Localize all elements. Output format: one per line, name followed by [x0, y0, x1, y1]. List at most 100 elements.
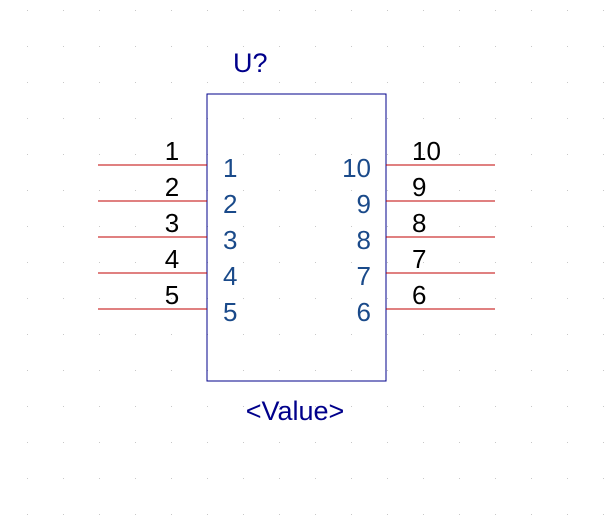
grid-dot — [387, 334, 388, 335]
grid-dot — [135, 10, 136, 11]
grid-dot — [27, 82, 28, 83]
grid-dot — [351, 10, 352, 11]
grid-dot — [459, 82, 460, 83]
grid-dot — [63, 46, 64, 47]
grid-dot — [63, 154, 64, 155]
grid-dot — [387, 118, 388, 119]
grid-dot — [567, 334, 568, 335]
grid-dot — [603, 298, 604, 299]
grid-dot — [603, 478, 604, 479]
grid-dot — [279, 442, 280, 443]
grid-dot — [135, 406, 136, 407]
grid-dot — [567, 10, 568, 11]
grid-dot — [279, 298, 280, 299]
pin-5[interactable]: 55 — [98, 280, 237, 327]
grid-dot — [315, 82, 316, 83]
grid-dot — [351, 514, 352, 515]
grid-dot — [315, 46, 316, 47]
pin-2[interactable]: 22 — [98, 172, 237, 219]
pin-4[interactable]: 44 — [98, 244, 237, 291]
pin-number: 4 — [165, 244, 179, 274]
grid-dot — [387, 262, 388, 263]
grid-dot — [171, 334, 172, 335]
grid-dot — [387, 514, 388, 515]
pin-6[interactable]: 66 — [357, 280, 495, 327]
grid-dot — [351, 190, 352, 191]
grid-dot — [63, 406, 64, 407]
grid-dot — [495, 154, 496, 155]
grid-dot — [531, 370, 532, 371]
grid-dot — [351, 46, 352, 47]
grid-dot — [603, 334, 604, 335]
grid-dot — [495, 118, 496, 119]
grid-dot — [423, 262, 424, 263]
grid-dot — [207, 478, 208, 479]
grid-dot — [567, 370, 568, 371]
grid-dot — [423, 442, 424, 443]
grid-dot — [531, 10, 532, 11]
grid-dot — [27, 118, 28, 119]
grid-dot — [315, 370, 316, 371]
grid-dots — [27, 10, 604, 515]
pin-9[interactable]: 99 — [357, 172, 495, 219]
grid-dot — [459, 478, 460, 479]
grid-dot — [387, 478, 388, 479]
grid-dot — [387, 370, 388, 371]
grid-dot — [459, 442, 460, 443]
grid-dot — [351, 478, 352, 479]
grid-dot — [243, 442, 244, 443]
grid-dot — [387, 154, 388, 155]
grid-dot — [567, 190, 568, 191]
grid-dot — [99, 298, 100, 299]
component-designator[interactable]: U? — [233, 48, 268, 78]
grid-dot — [171, 154, 172, 155]
pin-number: 2 — [165, 172, 179, 202]
grid-dot — [315, 262, 316, 263]
grid-dot — [531, 298, 532, 299]
grid-dot — [171, 190, 172, 191]
grid-dot — [99, 118, 100, 119]
pin-number: 7 — [412, 244, 426, 274]
grid-dot — [135, 442, 136, 443]
grid-dot — [279, 514, 280, 515]
pin-7[interactable]: 77 — [357, 244, 495, 291]
component-value-label[interactable]: <Value> — [246, 396, 345, 426]
grid-dot — [171, 514, 172, 515]
pin-name: 5 — [223, 297, 237, 327]
grid-dot — [99, 46, 100, 47]
grid-dot — [243, 334, 244, 335]
grid-dot — [27, 10, 28, 11]
grid-dot — [387, 46, 388, 47]
grid-dot — [99, 226, 100, 227]
grid-dot — [531, 46, 532, 47]
grid-dot — [423, 334, 424, 335]
grid-dot — [531, 406, 532, 407]
grid-dot — [99, 262, 100, 263]
pin-number: 8 — [412, 208, 426, 238]
grid-dot — [135, 154, 136, 155]
grid-dot — [63, 442, 64, 443]
grid-dot — [459, 298, 460, 299]
pin-name: 10 — [342, 153, 371, 183]
grid-dot — [63, 478, 64, 479]
grid-dot — [423, 154, 424, 155]
grid-dot — [171, 10, 172, 11]
pin-name: 9 — [357, 189, 371, 219]
grid-dot — [567, 298, 568, 299]
pin-3[interactable]: 33 — [98, 208, 237, 255]
grid-dot — [315, 118, 316, 119]
pin-8[interactable]: 88 — [357, 208, 495, 255]
grid-dot — [495, 46, 496, 47]
grid-dot — [27, 370, 28, 371]
grid-dot — [603, 514, 604, 515]
grid-dot — [279, 190, 280, 191]
grid-dot — [387, 406, 388, 407]
grid-dot — [495, 190, 496, 191]
grid-dot — [99, 190, 100, 191]
grid-dot — [171, 262, 172, 263]
pin-1[interactable]: 11 — [98, 136, 237, 183]
grid-dot — [207, 82, 208, 83]
